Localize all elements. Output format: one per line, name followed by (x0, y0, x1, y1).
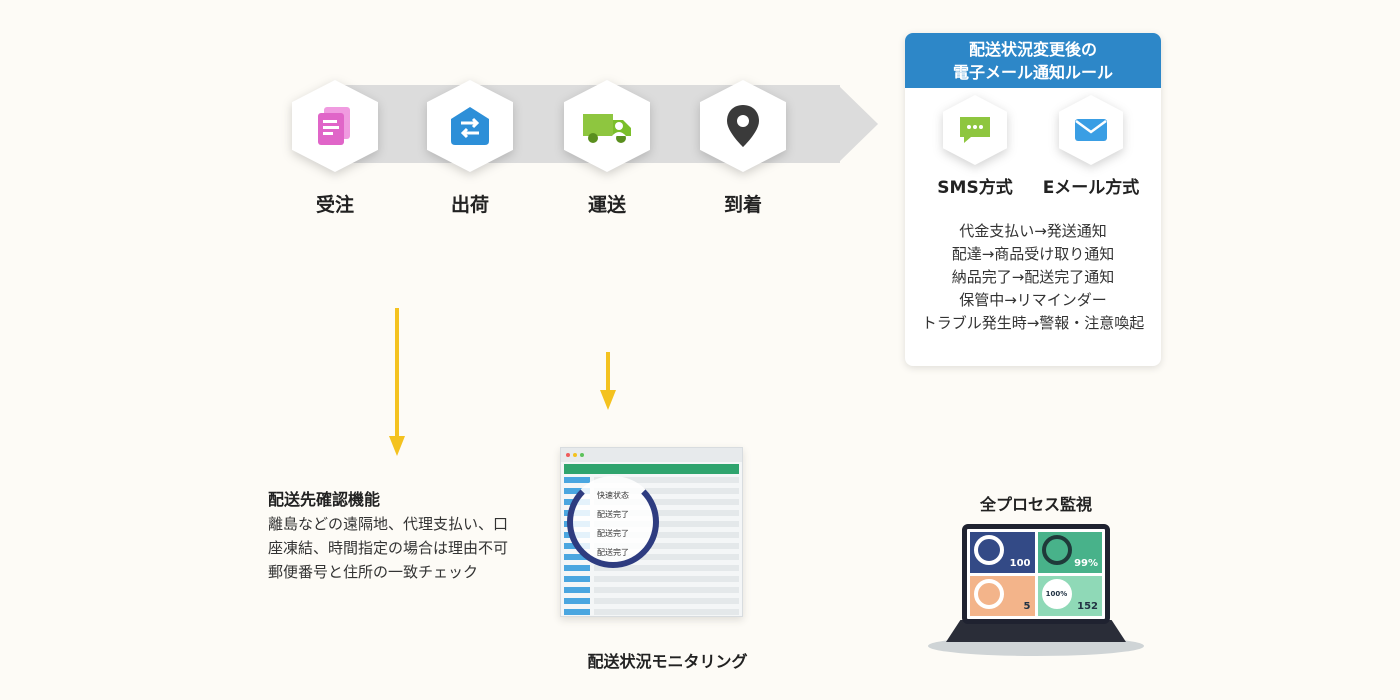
process-monitor-label: 全プロセス監視 (979, 495, 1092, 514)
address-check-section: 配送先確認機能 離島などの遠隔地、代理支払い、口 座凍結、時間指定の場合は理由不… (268, 486, 558, 584)
step-label: 運送 (587, 194, 626, 216)
rule-item: 代金支払い→発送通知 (959, 222, 1107, 240)
chat-bubble-icon (960, 117, 990, 143)
dashboard-tile: 100%152 (1037, 575, 1102, 616)
rule-item: トラブル発生時→警報・注意喚起 (921, 314, 1145, 332)
header-line-1: 配送状況変更後の (968, 40, 1097, 59)
exchange-arrows-icon (451, 107, 489, 145)
status-item: 配送完了 (597, 510, 629, 519)
rule-item: 納品完了→配送完了通知 (951, 268, 1115, 286)
address-check-line: 座凍結、時間指定の場合は理由不可 (268, 539, 509, 557)
arrow-line-center (606, 352, 610, 392)
dashboard-tile: 5 (970, 575, 1035, 616)
status-item: 快速状态 (597, 491, 629, 500)
dashboard-tile: 99% (1037, 532, 1102, 573)
rule-item: 保管中→リマインダー (959, 291, 1107, 309)
status-item: 配送完了 (597, 529, 629, 538)
monitoring-label: 配送状況モニタリング (587, 652, 748, 671)
dashboard-tile: 100 (970, 532, 1035, 573)
step-label: 到着 (723, 194, 762, 216)
table-header (564, 464, 739, 474)
map-pin-icon (727, 105, 759, 147)
step-label: 受注 (315, 194, 354, 216)
document-icon (318, 107, 350, 145)
envelope-icon (1075, 119, 1107, 141)
browser-bar (561, 448, 742, 462)
arrow-head-center (600, 390, 616, 410)
header-line-2: 電子メール通知ルール (952, 63, 1113, 82)
step-label: 出荷 (450, 194, 489, 216)
step-arrival: 到着 (698, 80, 788, 217)
step-transport: 運送 (562, 80, 652, 217)
notification-rules-list: 代金支払い→発送通知 配達→商品受け取り通知 納品完了→配送完了通知 保管中→リ… (905, 220, 1161, 335)
monitoring-screenshot: 快速状态 配送完了 配送完了 配送完了 (560, 447, 743, 617)
notification-rules-header: 配送状況変更後の 電子メール通知ルール (905, 33, 1161, 88)
address-check-line: 離島などの遠隔地、代理支払い、口 (268, 515, 509, 533)
step-order: 受注 (290, 80, 380, 217)
address-check-title: 配送先確認機能 (268, 490, 381, 509)
email-method: Eメール方式 (1031, 95, 1151, 198)
laptop-illustration: 100 99% 5 100%152 (928, 524, 1144, 664)
status-list: 快速状态 配送完了 配送完了 配送完了 (597, 486, 629, 562)
step-shipping: 出荷 (425, 80, 515, 217)
address-check-line: 郵便番号と住所の一致チェック (268, 563, 479, 581)
notification-rules-card: 配送状況変更後の 電子メール通知ルール SMS方式 Eメール方式 代金支払い→発 (905, 33, 1161, 366)
laptop-keyboard (946, 620, 1126, 642)
sms-label: SMS方式 (937, 178, 1013, 198)
email-label: Eメール方式 (1042, 178, 1140, 198)
sms-method: SMS方式 (915, 95, 1035, 198)
process-arrow-tip (838, 85, 878, 163)
arrow-line-left (395, 308, 399, 438)
rule-item: 配達→商品受け取り通知 (951, 245, 1115, 263)
delivery-truck-icon (583, 114, 631, 143)
arrow-head-left (389, 436, 405, 456)
status-item: 配送完了 (597, 548, 629, 557)
magnifier-circle (567, 476, 659, 568)
dashboard-screen: 100 99% 5 100%152 (962, 524, 1110, 624)
